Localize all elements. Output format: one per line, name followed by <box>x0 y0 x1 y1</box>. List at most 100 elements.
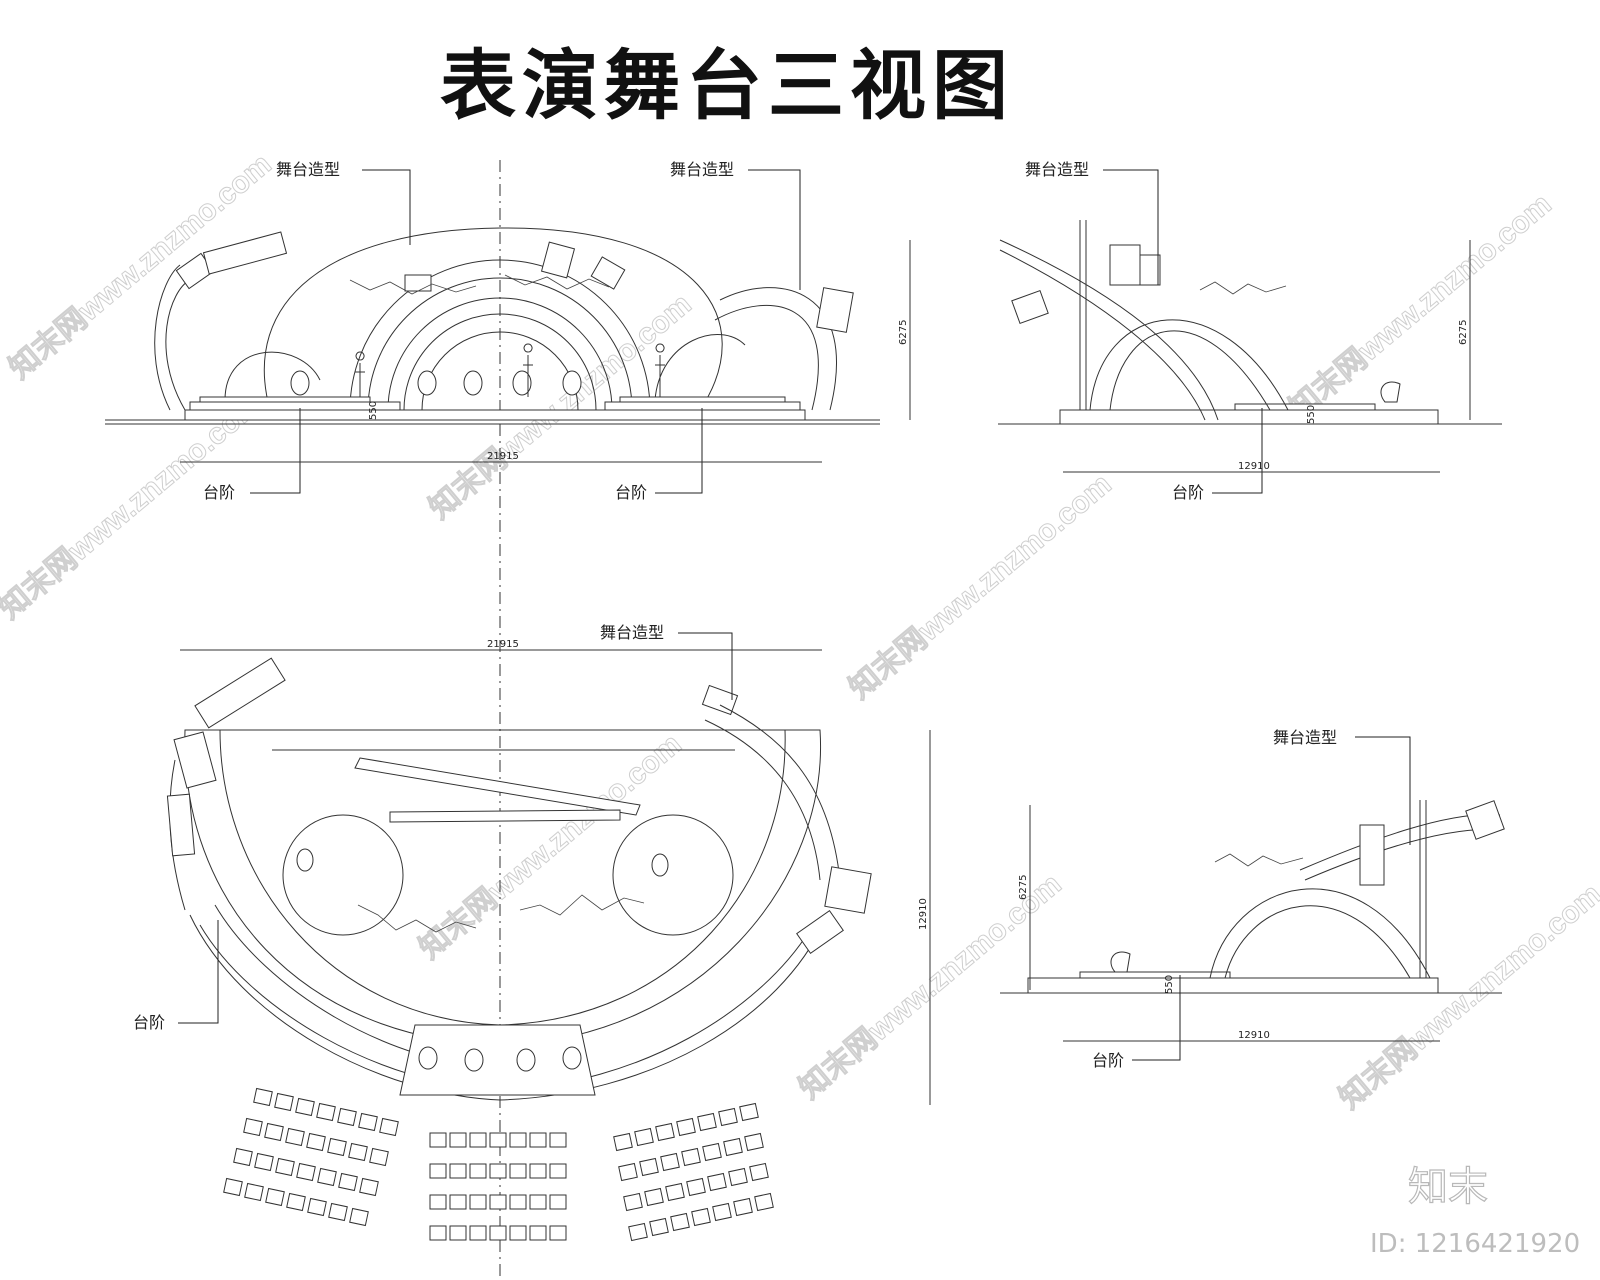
light-chain <box>519 894 645 916</box>
light-chain <box>349 279 477 295</box>
audience-seat <box>349 1207 369 1227</box>
wing-block <box>701 684 739 716</box>
wing-block <box>1011 289 1049 325</box>
audience-seat <box>429 1225 447 1241</box>
audience-seat <box>618 1162 638 1182</box>
dimension-side-width: 12910 <box>1238 1030 1270 1041</box>
audience-seat <box>449 1132 467 1148</box>
audience-seat <box>702 1142 722 1162</box>
audience-seating <box>223 1087 774 1242</box>
audience-seat <box>549 1225 567 1241</box>
audience-seat <box>634 1127 654 1147</box>
audience-seat <box>489 1163 507 1179</box>
dimension-front-width: 21915 <box>487 451 519 462</box>
audience-seat <box>697 1112 717 1132</box>
audience-seat <box>489 1132 507 1148</box>
side-elevation-1: 舞台造型 台阶 12910 6275 550 <box>998 160 1502 502</box>
audience-seat <box>707 1172 727 1192</box>
audience-seat <box>728 1167 748 1187</box>
audience-seat <box>644 1187 664 1207</box>
label-stage-shape: 舞台造型 <box>1273 728 1337 747</box>
audience-seat <box>744 1132 764 1152</box>
leader-line <box>678 632 733 700</box>
long-arc-2 <box>1304 828 1503 881</box>
label-stage-shape: 舞台造型 <box>670 160 734 179</box>
audience-seat <box>223 1177 243 1197</box>
watermark-text: 知末网www.znzmo.com <box>413 728 687 966</box>
label-steps: 台阶 <box>203 483 235 502</box>
arch-side-2 <box>1089 319 1289 411</box>
label-steps: 台阶 <box>1172 483 1204 502</box>
audience-seat <box>429 1163 447 1179</box>
leader-line <box>178 920 219 1024</box>
label-steps: 台阶 <box>615 483 647 502</box>
arch-3 <box>387 297 613 411</box>
audience-seat <box>285 1127 305 1147</box>
dimension-height: 6275 <box>1018 875 1029 900</box>
leader-line <box>748 169 801 290</box>
central-bar <box>354 757 641 816</box>
wing-block <box>202 231 288 275</box>
audience-seat <box>676 1117 696 1137</box>
audience-seat <box>275 1157 295 1177</box>
audience-seat <box>348 1142 368 1162</box>
arch-4 <box>403 313 597 411</box>
chair <box>562 370 582 396</box>
circle-platform-right <box>612 814 734 936</box>
step <box>1079 971 1231 979</box>
audience-seat <box>254 1152 274 1172</box>
right-wing-curve <box>719 287 837 411</box>
leader-line <box>1355 736 1411 845</box>
audience-seat <box>328 1202 348 1222</box>
chair <box>512 370 532 396</box>
light-chain <box>504 274 610 290</box>
side-elevation-2: 舞台造型 台阶 12910 6275 550 <box>1000 728 1505 1070</box>
audience-seat <box>754 1192 774 1212</box>
audience-seat <box>733 1197 753 1217</box>
long-arc <box>999 249 1206 421</box>
audience-seat <box>316 1102 336 1122</box>
audience-seat <box>623 1192 643 1212</box>
audience-seat <box>509 1163 527 1179</box>
chair <box>464 1048 484 1072</box>
audience-seat <box>660 1152 680 1172</box>
chair <box>562 1046 582 1070</box>
audience-seat <box>274 1092 294 1112</box>
chair <box>290 370 310 396</box>
audience-seat <box>718 1107 738 1127</box>
wing-block <box>816 287 854 333</box>
audience-seat <box>628 1222 648 1242</box>
wing-block <box>173 731 217 789</box>
small-arch-left <box>224 351 321 401</box>
image-id: ID: 1216421920 <box>1370 1229 1580 1259</box>
leader-line <box>1103 169 1159 285</box>
audience-seat <box>359 1177 379 1197</box>
chair <box>1110 951 1131 973</box>
arch-block <box>540 241 576 279</box>
audience-seat <box>670 1212 690 1232</box>
right-wall-2 <box>704 719 821 881</box>
audience-seat <box>723 1137 743 1157</box>
central-bar <box>389 809 621 823</box>
arch-side <box>1209 888 1431 979</box>
right-wing-curve-2 <box>714 304 819 411</box>
arch-side <box>1109 330 1271 411</box>
audience-seat <box>469 1132 487 1148</box>
audience-seat <box>489 1225 507 1241</box>
leader-line <box>362 169 411 245</box>
audience-seat <box>253 1087 273 1107</box>
tower-block <box>1109 244 1141 286</box>
audience-seat <box>317 1167 337 1187</box>
audience-seat <box>358 1112 378 1132</box>
audience-seat <box>509 1132 527 1148</box>
audience-seat <box>639 1157 659 1177</box>
audience-seat <box>337 1107 357 1127</box>
light-chain <box>1199 281 1287 295</box>
audience-seat <box>649 1217 669 1237</box>
audience-seat <box>429 1194 447 1210</box>
right-wall <box>719 704 841 881</box>
audience-seat <box>469 1163 487 1179</box>
label-steps: 台阶 <box>133 1013 165 1032</box>
dimension-step-height: 550 <box>368 401 379 420</box>
arch-side-2 <box>1224 905 1411 979</box>
